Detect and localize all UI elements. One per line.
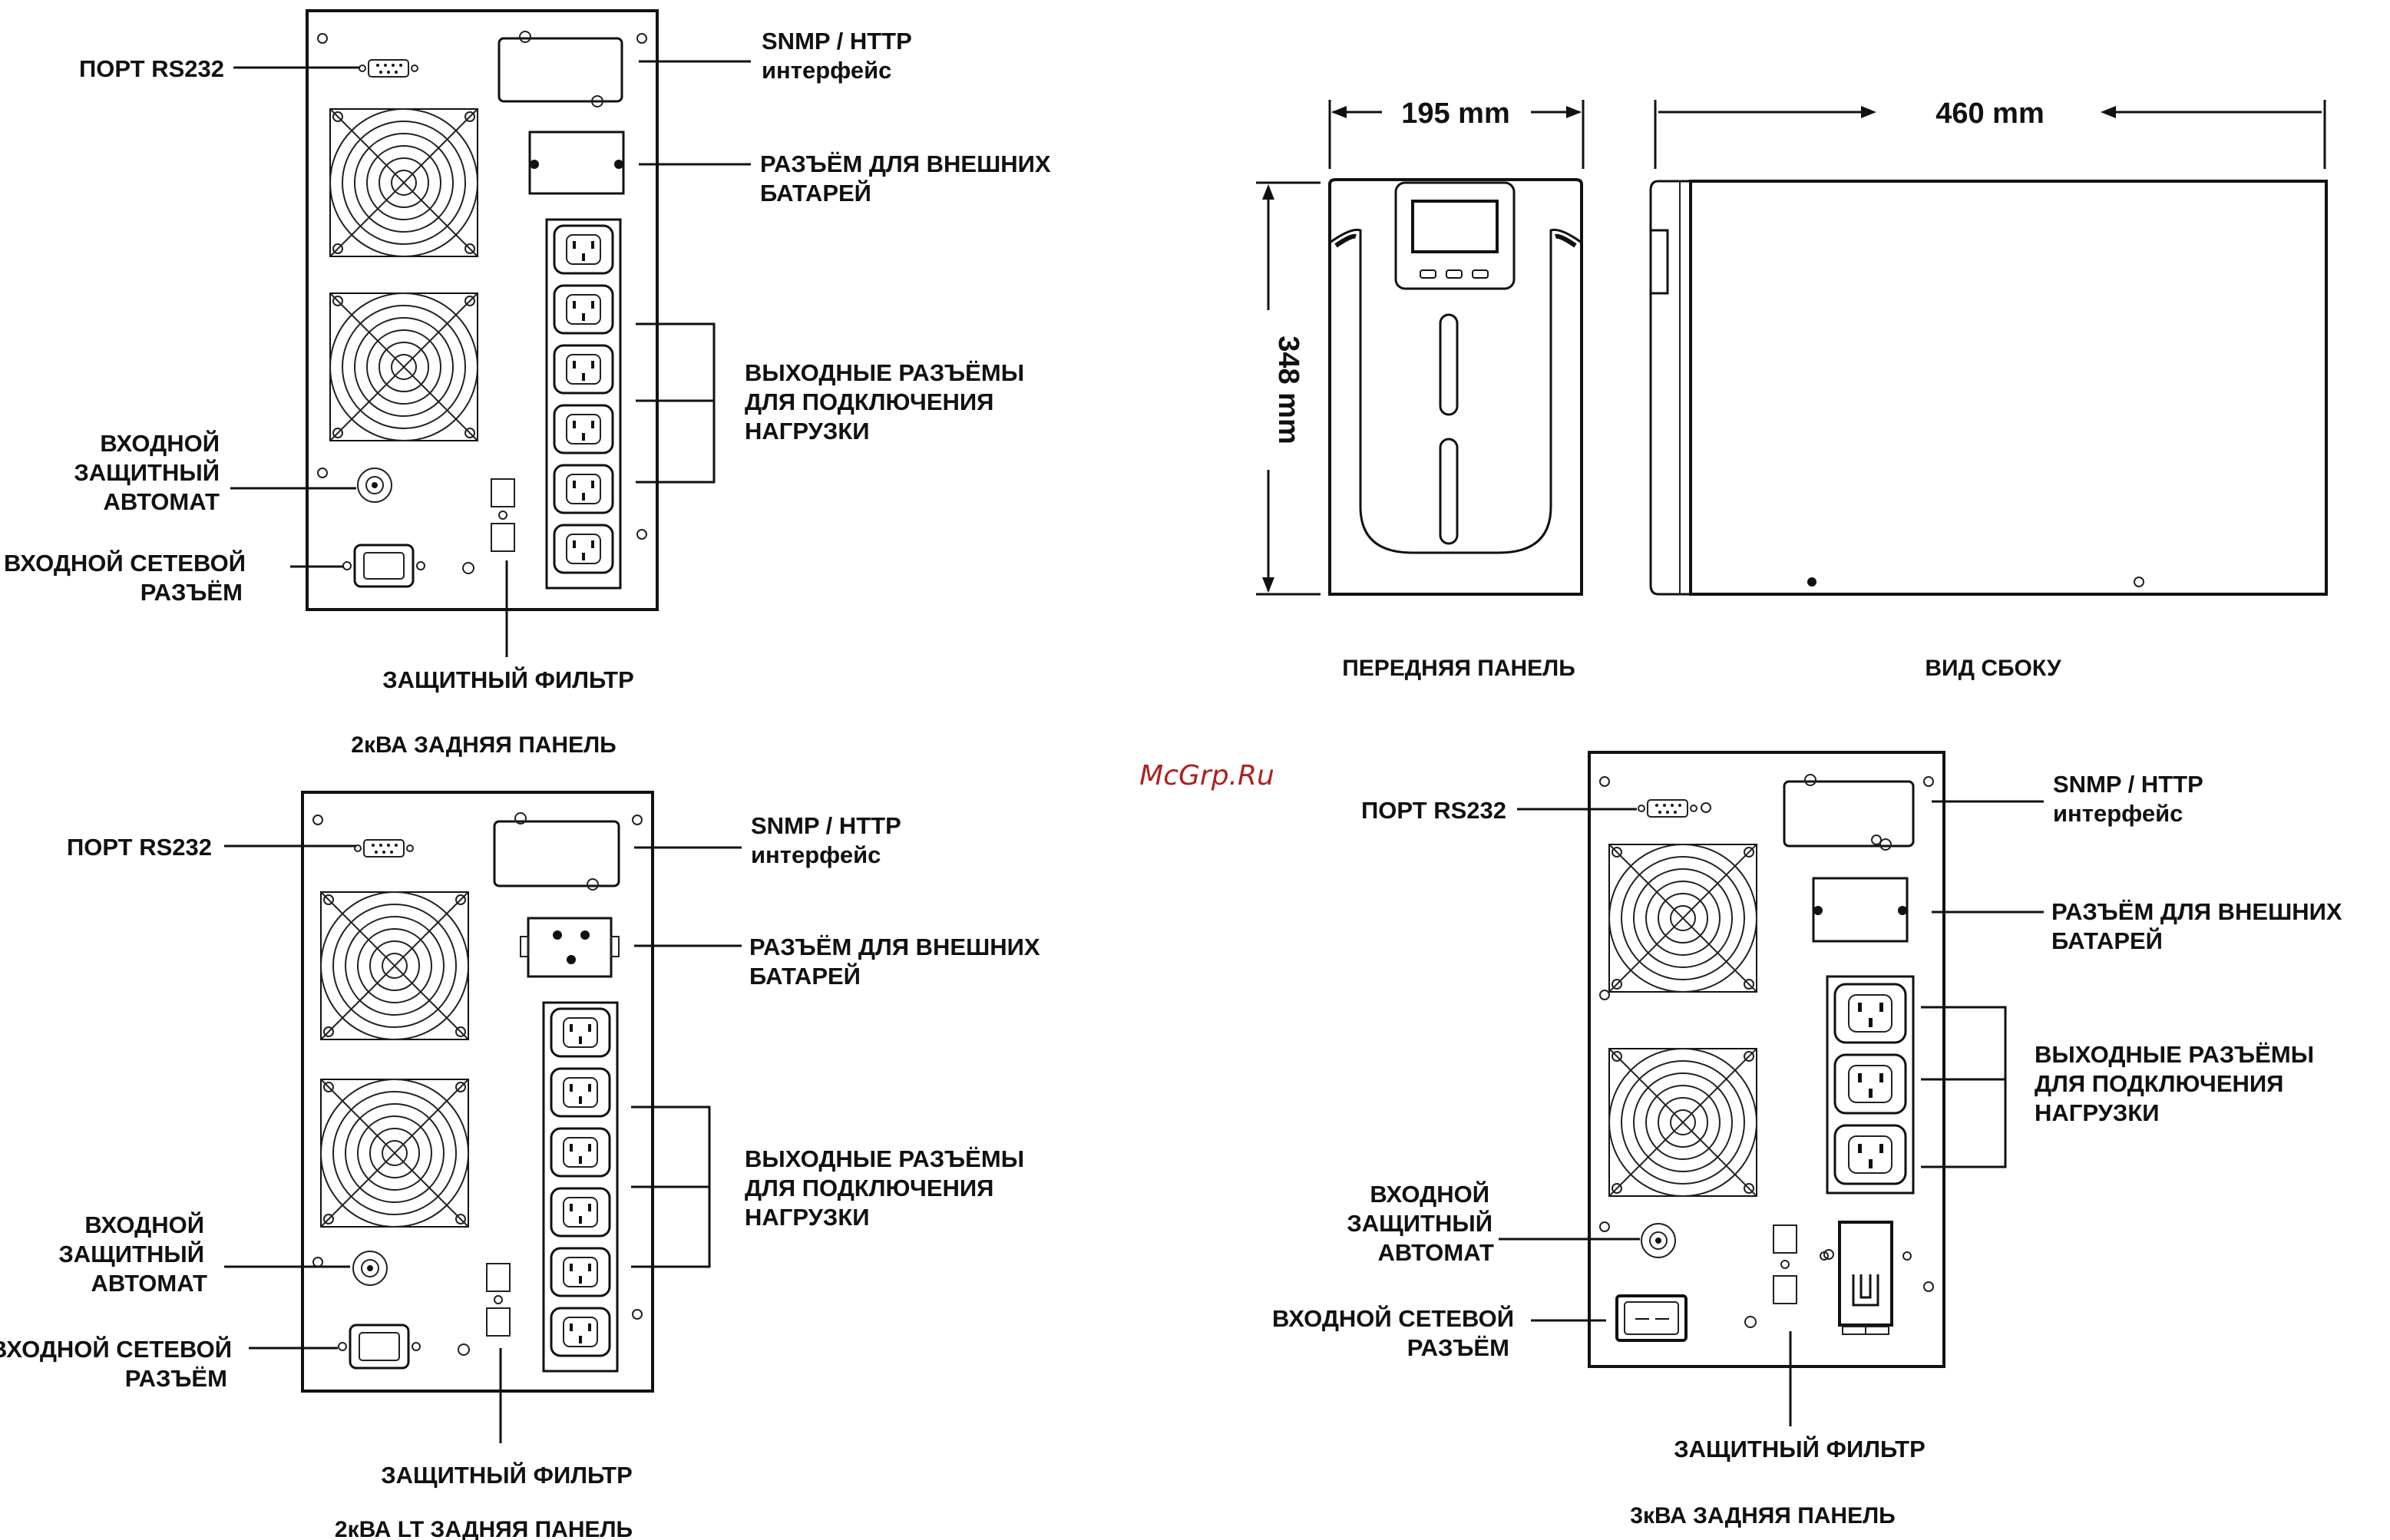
filter-label: ЗАЩИТНЫЙ ФИЛЬТР <box>1674 1435 1926 1462</box>
watermark: McGrp.Ru <box>1139 760 1274 791</box>
outputs-label-line3: НАГРУЗКИ <box>745 1204 870 1231</box>
battery-label-line1: РАЗЪЁМ ДЛЯ ВНЕШНИХ <box>2051 898 2342 925</box>
panel-caption: 2кВА ЗАДНЯЯ ПАНЕЛЬ <box>351 732 616 758</box>
output-sockets-icon <box>545 218 622 590</box>
outputs-label-line2: ДЛЯ ПОДКЛЮЧЕНИЯ <box>745 388 993 415</box>
breaker-label-line3: АВТОМАТ <box>1378 1239 1495 1266</box>
inlet-label-line2: РАЗЪЁМ <box>140 579 243 606</box>
battery-label-line1: РАЗЪЁМ ДЛЯ ВНЕШНИХ <box>749 934 1040 960</box>
breaker-label-line3: АВТОМАТ <box>91 1270 208 1297</box>
snmp-label-line1: SNMP / HTTP <box>762 28 912 55</box>
width-dimension: 195 mm <box>1401 97 1510 130</box>
filter-icon <box>491 478 515 552</box>
outputs-label-line3: НАГРУЗКИ <box>745 418 870 444</box>
breaker-label-line2: ЗАЩИТНЫЙ <box>1347 1209 1493 1237</box>
switch-icon <box>1820 1221 1912 1335</box>
fan-icon <box>1608 1048 1757 1197</box>
inlet-label-line2: РАЗЪЁМ <box>1407 1334 1509 1361</box>
breaker-label-line1: ВХОДНОЙ <box>100 429 220 457</box>
breaker-label-line1: ВХОДНОЙ <box>1370 1180 1489 1208</box>
filter-icon <box>486 1263 511 1337</box>
battery-connector-icon <box>1812 877 1909 943</box>
fan-icon <box>1608 844 1757 993</box>
panel-caption: 3кВА ЗАДНЯЯ ПАНЕЛЬ <box>1630 1503 1895 1528</box>
snmp-label-line1: SNMP / HTTP <box>751 812 901 839</box>
inlet-label-line1: ВХОДНОЙ СЕТЕВОЙ <box>1272 1304 1514 1332</box>
inlet-label-line1: ВХОДНОЙ СЕТЕВОЙ <box>0 1335 232 1363</box>
panel-2kva: ПОРТ RS232 SNMP / HTTP интерфейс РАЗЪЁМ … <box>4 9 1051 758</box>
filter-label: ЗАЩИТНЫЙ ФИЛЬТР <box>382 666 634 693</box>
inlet-label-line2: РАЗЪЁМ <box>125 1365 227 1392</box>
outputs-label-line1: ВЫХОДНЫЕ РАЗЪЁМЫ <box>745 359 1024 386</box>
battery-label-line1: РАЗЪЁМ ДЛЯ ВНЕШНИХ <box>760 150 1051 177</box>
filter-label: ЗАЩИТНЫЙ ФИЛЬТР <box>381 1461 633 1489</box>
breaker-label-line2: ЗАЩИТНЫЙ <box>74 458 220 486</box>
outputs-label-line1: ВЫХОДНЫЕ РАЗЪЁМЫ <box>2035 1041 2314 1068</box>
snmp-slot-icon <box>1783 774 1915 851</box>
rs232-label: ПОРТ RS232 <box>1361 797 1506 824</box>
rs232-label: ПОРТ RS232 <box>79 55 224 82</box>
breaker-label-line1: ВХОДНОЙ <box>84 1211 204 1238</box>
panel-3kva: ПОРТ RS232 SNMP / HTTP интерфейс РАЗЪЁМ … <box>1272 751 2342 1528</box>
rs232-port-icon <box>1638 799 1697 818</box>
battery-label-line2: БАТАРЕЙ <box>760 179 871 207</box>
fan-icon <box>329 108 478 257</box>
rear-panel-outline <box>306 9 659 611</box>
side-view-caption: ВИД СБОКУ <box>1925 656 2061 681</box>
rs232-port-icon <box>354 839 414 858</box>
snmp-label-line2: интерфейс <box>762 57 891 84</box>
breaker-label-line3: АВТОМАТ <box>104 488 220 515</box>
breaker-icon <box>352 1251 388 1286</box>
snmp-label-line2: интерфейс <box>751 841 881 868</box>
battery-label-line2: БАТАРЕЙ <box>749 962 861 990</box>
snmp-slot-icon <box>498 31 623 107</box>
snmp-label-line2: интерфейс <box>2053 800 2183 827</box>
outputs-label-line2: ДЛЯ ПОДКЛЮЧЕНИЯ <box>745 1175 993 1201</box>
inlet-label-line1: ВХОДНОЙ СЕТЕВОЙ <box>4 549 246 577</box>
rear-panel-outline <box>301 791 654 1393</box>
snmp-slot-icon <box>493 812 620 891</box>
height-dimension: 348 mm <box>1272 335 1304 444</box>
side-view-icon <box>1649 180 2328 596</box>
battery-connector-icon <box>520 917 620 978</box>
rs232-port-icon <box>359 59 418 78</box>
panel-2kva-lt: ПОРТ RS232 SNMP / HTTP интерфейс РАЗЪЁМ … <box>0 791 1040 1540</box>
output-sockets-icon <box>1826 975 1915 1195</box>
panel-caption: 2кВА LT ЗАДНЯЯ ПАНЕЛЬ <box>335 1517 633 1540</box>
breaker-icon <box>357 468 392 503</box>
battery-connector-icon <box>528 131 625 195</box>
fan-icon <box>329 292 478 441</box>
output-sockets-icon <box>542 1001 619 1373</box>
depth-dimension: 460 mm <box>1935 97 2045 130</box>
rs232-label: ПОРТ RS232 <box>67 834 212 861</box>
inlet-icon <box>338 1324 421 1370</box>
snmp-label-line1: SNMP / HTTP <box>2053 771 2203 798</box>
dimensions-views: 195 mm 460 mm 348 mm <box>1256 97 2328 681</box>
fan-icon <box>320 891 469 1040</box>
filter-icon <box>1773 1224 1797 1304</box>
inlet-icon <box>342 544 425 588</box>
outputs-label-line2: ДЛЯ ПОДКЛЮЧЕНИЯ <box>2035 1070 2283 1097</box>
front-view-icon <box>1328 178 1583 596</box>
fan-icon <box>320 1079 469 1228</box>
breaker-icon <box>1641 1223 1676 1258</box>
breaker-label-line2: ЗАЩИТНЫЙ <box>58 1240 204 1267</box>
front-view-caption: ПЕРЕДНЯЯ ПАНЕЛЬ <box>1342 656 1575 681</box>
rear-panel-outline <box>1588 751 1945 1368</box>
outputs-label-line3: НАГРУЗКИ <box>2035 1099 2160 1126</box>
battery-label-line2: БАТАРЕЙ <box>2051 927 2163 954</box>
outputs-label-line1: ВЫХОДНЫЕ РАЗЪЁМЫ <box>745 1145 1024 1172</box>
inlet-icon <box>1615 1294 1688 1342</box>
